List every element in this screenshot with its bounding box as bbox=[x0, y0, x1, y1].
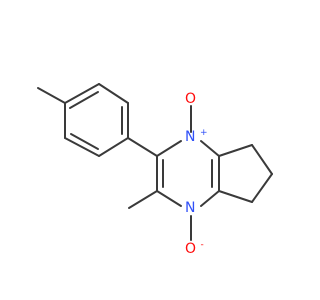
atom-oxygen-bottom: O - bbox=[185, 240, 204, 257]
atom-oxygen-bottom-charge: - bbox=[200, 240, 203, 250]
bond-ring-a2 bbox=[98, 83, 129, 104]
svg-text:O: O bbox=[185, 91, 196, 107]
bond-pyrazine-methyl bbox=[128, 190, 158, 209]
atom-oxygen-top-symbol: O bbox=[185, 91, 196, 107]
molecule-canvas: O N + N O - bbox=[37, 83, 273, 257]
bond-ring-b1 bbox=[156, 140, 182, 157]
bond-ring-c4 bbox=[218, 190, 253, 203]
bond-tolyl-methyl bbox=[37, 87, 66, 104]
bond-ring-b5 bbox=[156, 190, 182, 207]
bond-ring-b2 bbox=[200, 140, 220, 157]
bond-ring-a1 bbox=[64, 83, 100, 104]
atom-oxygen-top: O bbox=[185, 91, 196, 107]
bond-ring-a4 bbox=[98, 137, 129, 157]
bond-ring-a5 bbox=[64, 137, 100, 157]
bond-ring-a-inner1 bbox=[69, 91, 99, 109]
svg-text:N +: N + bbox=[185, 128, 207, 145]
atom-nitrogen-top: N + bbox=[185, 128, 207, 145]
bond-aryl-link bbox=[127, 137, 158, 157]
svg-text:O -: O - bbox=[185, 240, 204, 257]
bond-ring-c2 bbox=[251, 144, 273, 175]
atom-nitrogen-bottom-symbol: N bbox=[185, 200, 195, 216]
bond-ring-b4 bbox=[200, 190, 220, 207]
svg-text:N: N bbox=[185, 200, 195, 216]
bond-ring-c3 bbox=[251, 173, 273, 203]
atom-nitrogen-bottom: N bbox=[185, 200, 195, 216]
atom-nitrogen-top-charge: + bbox=[200, 128, 208, 138]
atom-nitrogen-top-symbol: N bbox=[185, 129, 195, 145]
bond-ring-c1 bbox=[218, 144, 253, 157]
atom-oxygen-bottom-symbol: O bbox=[185, 241, 196, 257]
molecule-structure: O N + N O - bbox=[37, 83, 273, 257]
bond-ring-a-inner3 bbox=[70, 133, 99, 150]
